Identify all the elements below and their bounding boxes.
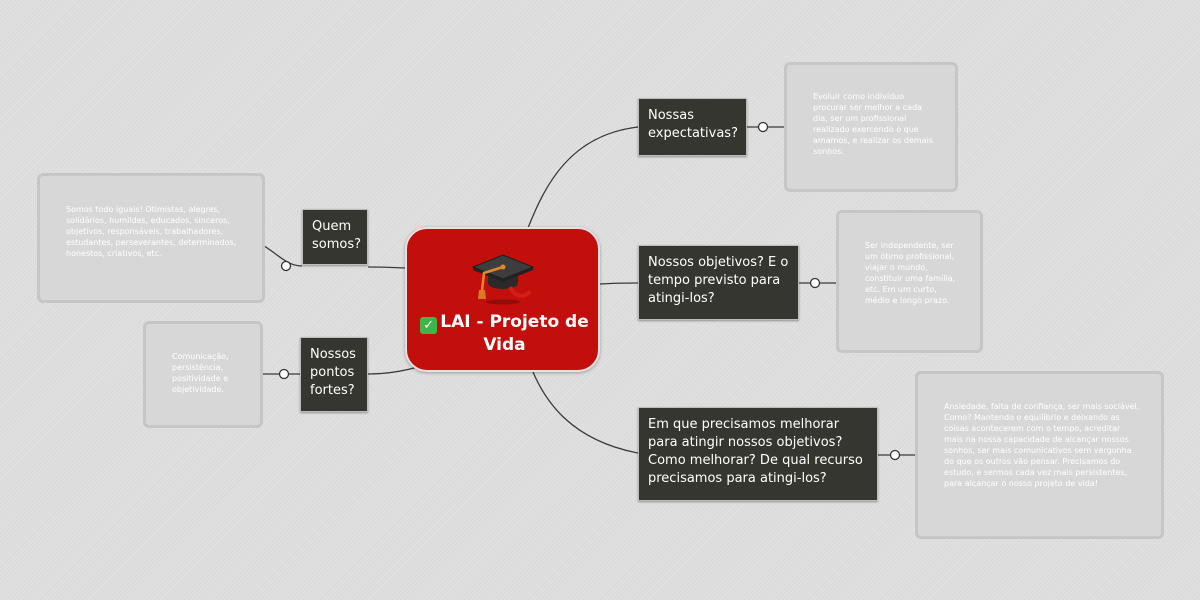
topic-nossas-expectativas[interactable]: Nossas expectativas? [638, 98, 747, 156]
topic-label: Nossos pontos fortes? [310, 347, 356, 398]
topic-nossos-objetivos[interactable]: Nossos objetivos? E o tempo previsto par… [638, 245, 799, 320]
note-text: Ansiedade, falta de confiança, ser mais … [944, 402, 1140, 488]
central-title-row: ✓LAI - Projeto de Vida [417, 311, 592, 357]
note-expectativas[interactable]: Evoluir como indivíduo procurar ser melh… [784, 62, 958, 192]
note-objetivos[interactable]: Ser independente, ser um ótimo profissio… [836, 210, 983, 353]
note-pontos-fortes[interactable]: Comunicação, persistência, positividade … [143, 321, 263, 428]
connector-central-expectativas [527, 126, 639, 229]
connector-central-pontos [367, 366, 419, 375]
topic-label: Nossos objetivos? E o tempo previsto par… [648, 255, 789, 306]
connector-central-melhorar [532, 371, 639, 454]
note-text: Evoluir como indivíduo procurar ser melh… [813, 92, 934, 156]
note-attach-dot [889, 449, 901, 461]
note-text: Ser independente, ser um ótimo profissio… [865, 241, 956, 305]
note-attach-dot [757, 121, 769, 133]
note-quem-somos[interactable]: Somos todo iguais! Otimistas, alegres, s… [37, 173, 265, 303]
central-topic[interactable]: ✓LAI - Projeto de Vida [405, 227, 600, 372]
connector-central-quem [367, 266, 406, 269]
graduation-cap-icon [471, 254, 535, 305]
note-attach-dot [280, 260, 292, 272]
note-attach-dot [809, 277, 821, 289]
note-attach-dot [278, 368, 290, 380]
note-text: Comunicação, persistência, positividade … [172, 352, 229, 394]
check-icon: ✓ [420, 317, 438, 334]
topic-label: Em que precisamos melhorar para atingir … [648, 417, 863, 486]
topic-quem-somos[interactable]: Quem somos? [302, 209, 368, 265]
topic-label: Quem somos? [312, 219, 362, 252]
note-melhorar[interactable]: Ansiedade, falta de confiança, ser mais … [915, 371, 1164, 539]
connector-central-objetivos [599, 282, 639, 285]
topic-em-que-precisamos-melhorar[interactable]: Em que precisamos melhorar para atingir … [638, 407, 878, 501]
topic-nossos-pontos-fortes[interactable]: Nossos pontos fortes? [300, 337, 368, 412]
note-text: Somos todo iguais! Otimistas, alegres, s… [66, 205, 237, 258]
topic-label: Nossas expectativas? [648, 108, 738, 141]
central-title: LAI - Projeto de Vida [440, 312, 589, 355]
